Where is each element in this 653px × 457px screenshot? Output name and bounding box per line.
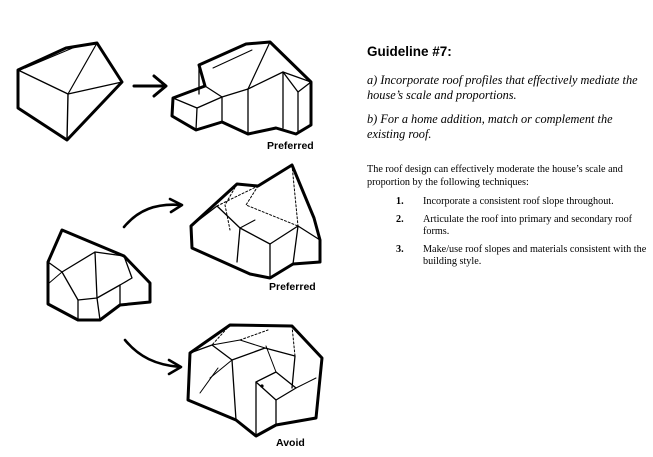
technique-number: 1. [396, 196, 404, 207]
avoid-caption: Avoid [276, 437, 305, 449]
preferred-addition-sketch [170, 40, 313, 136]
right-arrow-icon [132, 74, 168, 98]
technique-text: Articulate the roof into primary and sec… [423, 213, 633, 238]
technique-text: Make/use roof slopes and materials consi… [423, 243, 647, 268]
curved-arrow-down-icon [123, 338, 183, 376]
avoid-roof-sketch [186, 323, 324, 438]
technique-item: 1. Incorporate a consistent roof slope t… [367, 196, 653, 209]
guideline-b: b) For a home addition, match or complem… [367, 112, 613, 141]
simple-house-sketch [16, 41, 124, 142]
techniques-intro: The roof design can effectively moderate… [367, 164, 623, 188]
technique-number: 2. [396, 213, 404, 225]
existing-house-sketch [46, 228, 152, 322]
guideline-heading: Guideline #7: [367, 44, 452, 59]
technique-number: 3. [396, 243, 404, 255]
guideline-text-panel: Guideline #7: a) Incorporate roof profil… [367, 44, 653, 274]
preferred-caption-middle: Preferred [269, 281, 316, 293]
technique-item: 3. Make/use roof slopes and materials co… [367, 244, 653, 269]
preferred-caption-top: Preferred [267, 140, 314, 152]
techniques-list: 1. Incorporate a consistent roof slope t… [367, 196, 653, 269]
preferred-roof-sketch [189, 163, 322, 280]
technique-text: Incorporate a consistent roof slope thro… [423, 196, 614, 207]
curved-arrow-up-icon [122, 197, 184, 229]
guideline-a: a) Incorporate roof profiles that effect… [367, 73, 638, 102]
technique-item: 2. Articulate the roof into primary and … [367, 214, 653, 239]
